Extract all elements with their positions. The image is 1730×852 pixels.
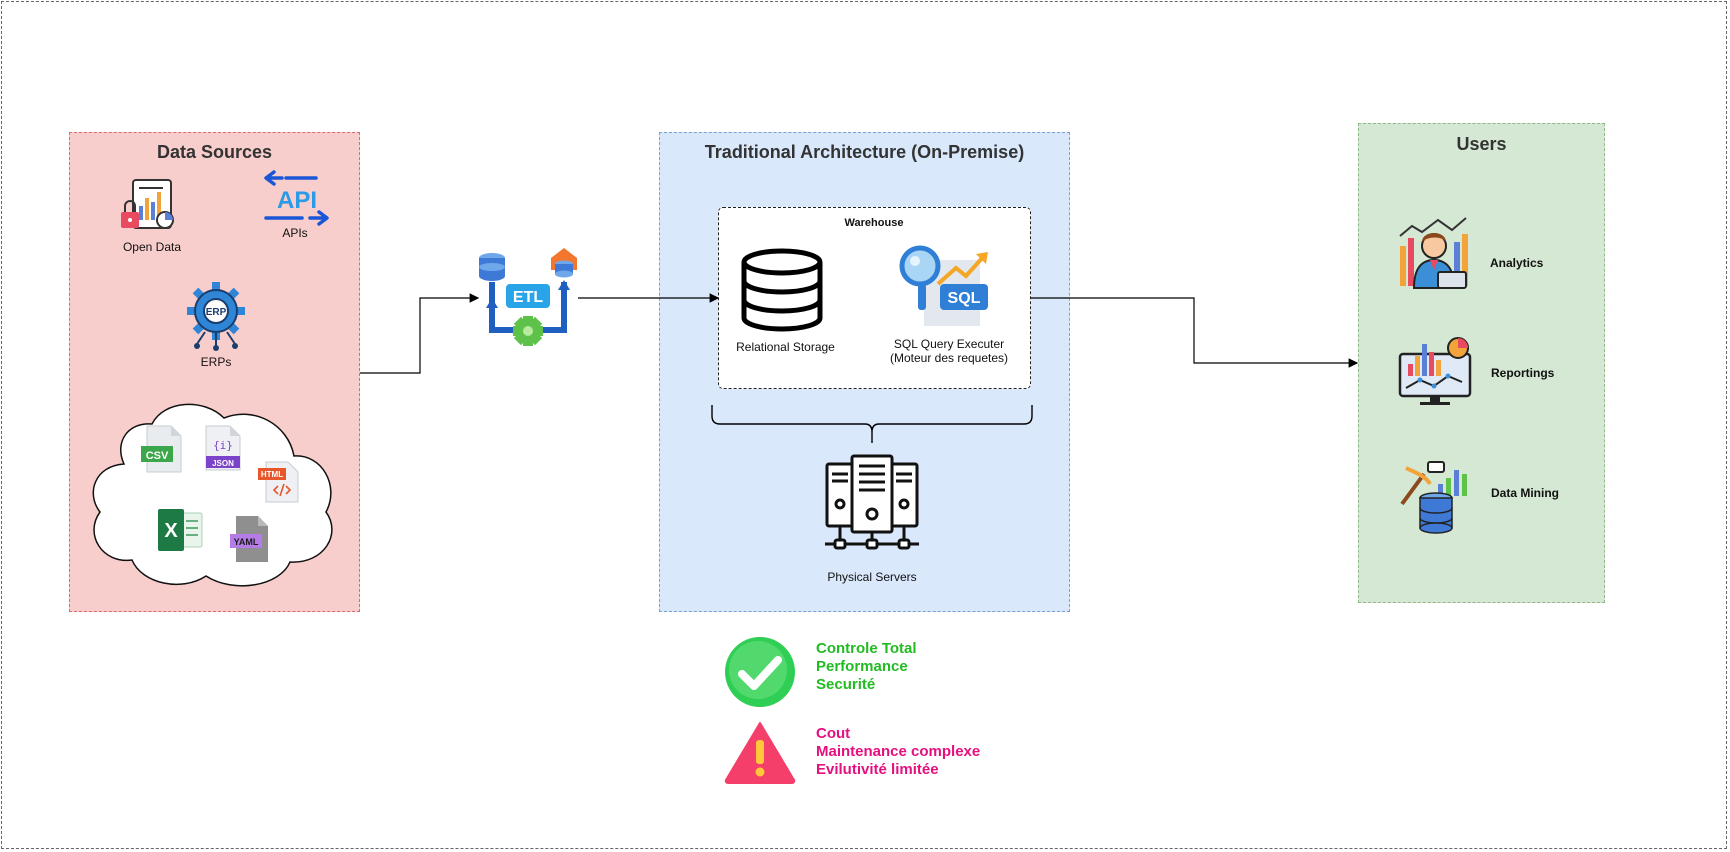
erp-badge-text: ERP [206,307,227,318]
html-text: HTML [261,470,283,479]
con-item: Evilutivité limitée [816,761,939,778]
yaml-text: YAML [234,537,259,547]
sql-executer-line1: SQL Query Executer [893,337,1005,351]
con-item: Cout [816,725,851,742]
warehouse-title: Warehouse [844,217,904,229]
physical-servers-icon [825,454,919,550]
data-mining-label: Data Mining [1491,486,1559,500]
data-mining-icon [1400,461,1467,534]
json-file-icon: {i} JSON [205,425,241,471]
html-file-icon: HTML [258,461,299,503]
reportings-label: Reportings [1491,366,1555,380]
con-item: Maintenance complexe [816,743,981,760]
architecture-title: Traditional Architecture (On-Premise) [704,142,1025,162]
check-circle-icon [725,637,795,707]
excel-file-icon: X [158,509,203,551]
api-badge-text: API [277,187,317,214]
api-icon: API [264,170,329,226]
sql-badge-text: SQL [948,290,981,307]
csv-file-icon: CSV [141,425,182,473]
sql-executer-line2: (Moteur des requetes) [889,351,1009,365]
json-text: JSON [212,459,234,468]
pro-item: Performance [816,658,908,675]
sources-to-etl-connector [360,293,480,374]
database-icon [741,248,823,332]
apis-label: APIs [282,226,308,240]
warehouse-to-users-connector [1031,297,1359,368]
users-title: Users [1456,134,1507,154]
open-data-icon [121,179,174,229]
reportings-dashboard-icon [1398,337,1472,405]
sql-query-icon: SQL [899,245,988,326]
data-sources-title: Data Sources [156,142,273,162]
pros-list: Controle Total Performance Securité [816,640,917,694]
etl-icon: ETL [479,248,577,346]
warning-triangle-icon [724,722,796,784]
analytics-user-icon [1399,217,1468,289]
erp-gear-icon: ERP [187,282,245,351]
cons-list: Cout Maintenance complexe Evilutivité li… [816,725,980,779]
open-data-label: Open Data [122,240,182,254]
pro-item: Securité [816,676,876,693]
erps-label: ERPs [200,355,232,369]
json-glyph-text: {i} [213,439,233,452]
sql-executer-label: SQL Query Executer (Moteur des requetes) [878,337,1020,365]
yaml-file-icon: YAML [230,516,268,562]
csv-text: CSV [146,450,169,462]
analytics-label: Analytics [1490,256,1544,270]
excel-text: X [164,520,178,542]
servers-bracket [711,405,1033,433]
relational-storage-label: Relational Storage [736,340,835,354]
physical-servers-label: Physical Servers [827,570,917,584]
etl-badge-text: ETL [513,289,543,306]
pro-item: Controle Total [816,640,917,657]
